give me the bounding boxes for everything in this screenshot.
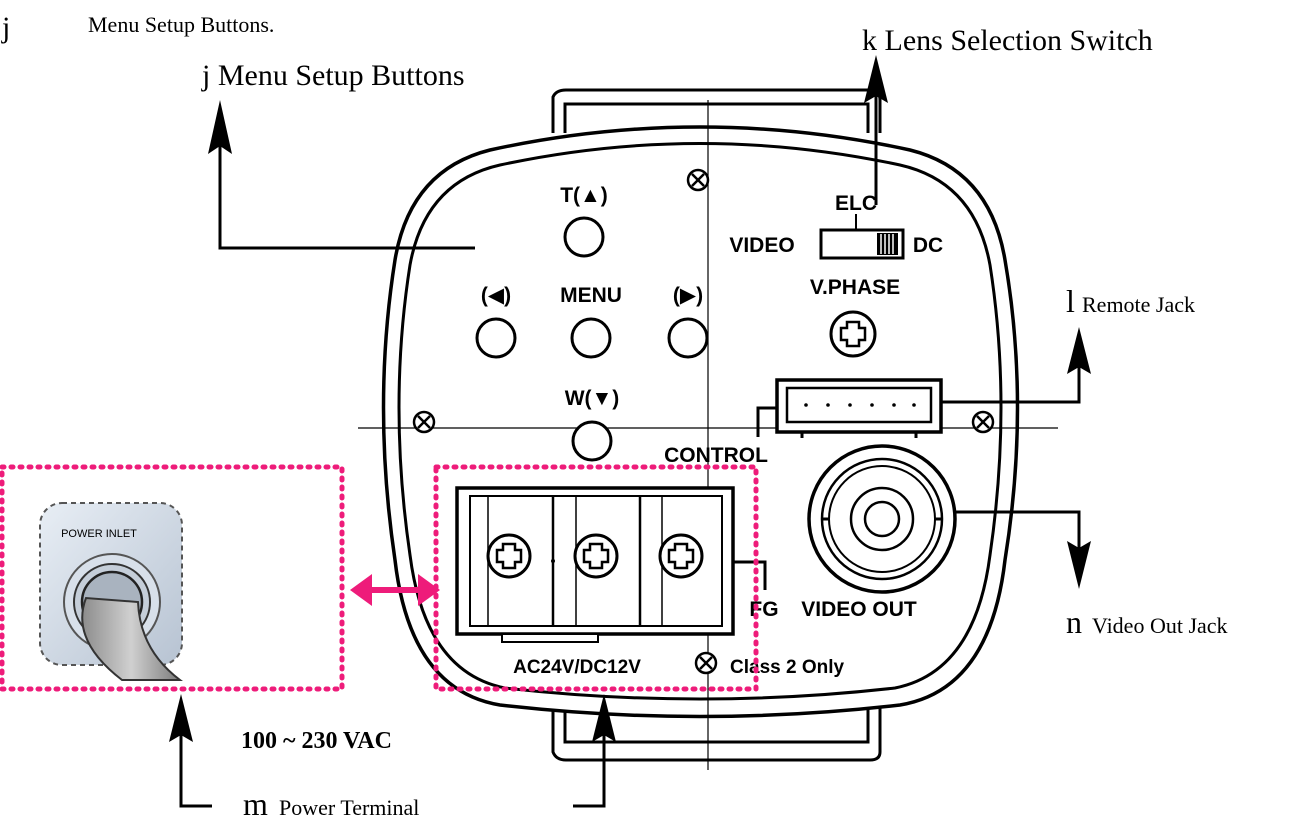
video-out-label: VIDEO OUT	[801, 598, 917, 621]
control-connector[interactable]	[775, 378, 943, 438]
tele-label: T(▲)	[560, 184, 608, 207]
arrow-up-icon	[169, 694, 193, 742]
power-cable	[81, 596, 183, 681]
screw-icon	[412, 410, 436, 434]
remote-jack-letter: l	[1066, 283, 1075, 319]
screw-icon	[694, 651, 718, 675]
switch-knob[interactable]	[877, 233, 898, 255]
terminal-screw-icon	[486, 533, 532, 579]
arrow-down-icon	[1067, 541, 1091, 589]
vphase-label: V.PHASE	[810, 276, 900, 299]
menu-button[interactable]	[570, 317, 612, 359]
arrow-up-icon	[208, 100, 232, 154]
screw-icon	[686, 168, 710, 192]
arrow-up-icon	[592, 694, 616, 742]
power-terminal-callout: Power Terminal	[279, 795, 419, 820]
control-label: CONTROL	[664, 444, 768, 467]
menu-setup-callout: j Menu Setup Buttons	[201, 59, 465, 92]
arrow-up-icon	[864, 55, 888, 103]
vphase-adjuster[interactable]	[829, 310, 877, 358]
left-button[interactable]	[475, 317, 517, 359]
elc-label: ELC	[835, 192, 877, 215]
right-button[interactable]	[667, 317, 709, 359]
inlet-highlight-box	[0, 464, 345, 692]
screw-icon	[971, 410, 995, 434]
menu-label: MENU	[560, 284, 622, 307]
class-label: Class 2 Only	[730, 657, 844, 678]
terminal-screw-icon	[658, 533, 704, 579]
remote-jack-callout: Remote Jack	[1082, 292, 1195, 317]
lens-switch-callout: k Lens Selection Switch	[862, 24, 1153, 57]
header-caption: Menu Setup Buttons.	[88, 12, 274, 37]
voltage-label: 100 ~ 230 VAC	[241, 728, 392, 754]
video-out-jack[interactable]	[807, 444, 957, 594]
left-label: (◀)	[481, 284, 511, 307]
terminal-highlight-box	[433, 464, 759, 692]
inlet-label: POWER INLET	[61, 528, 137, 540]
double-arrow-icon	[350, 574, 440, 606]
video-label: VIDEO	[729, 234, 794, 257]
header-bullet: j	[1, 11, 10, 44]
supply-label: AC24V/DC12V	[513, 657, 641, 678]
right-label: (▶)	[673, 284, 703, 307]
video-out-callout: Video Out Jack	[1092, 613, 1228, 638]
wide-label: W(▼)	[565, 387, 620, 410]
tele-button[interactable]	[563, 216, 605, 258]
terminal-screw-icon	[573, 533, 619, 579]
dc-label: DC	[913, 234, 943, 257]
wide-button[interactable]	[571, 420, 613, 462]
arrow-up-icon	[1067, 327, 1091, 374]
video-out-letter: n	[1066, 604, 1082, 640]
power-terminal-letter: m	[243, 786, 268, 822]
